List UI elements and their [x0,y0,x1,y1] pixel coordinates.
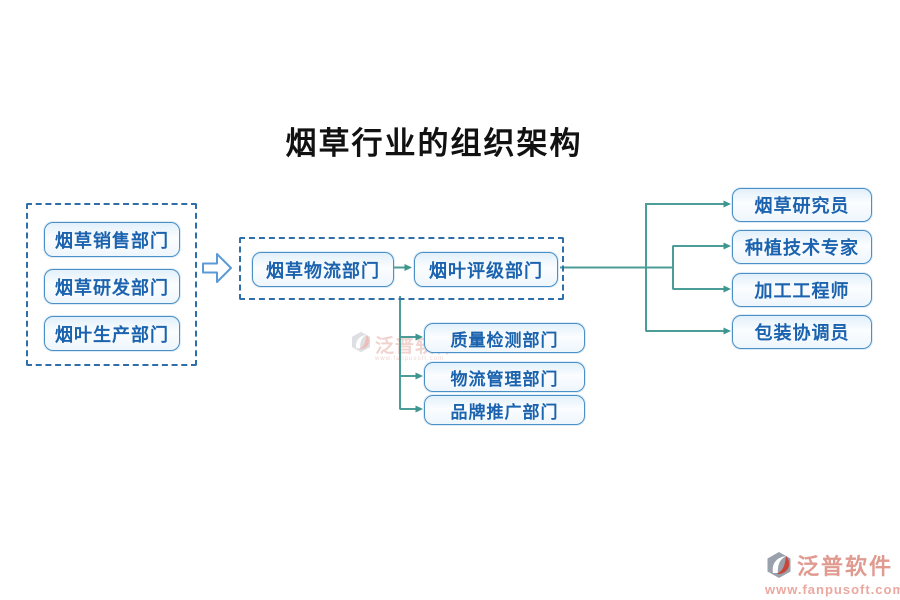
planting-expert-box: 种植技术专家 [732,230,872,264]
processing-engineer-box: 加工工程师 [732,273,872,307]
leaf-grading-dept-box: 烟叶评级部门 [414,252,558,287]
logistics-management-dept-box: 物流管理部门 [424,362,585,392]
quality-inspection-dept-box: 质量检测部门 [424,323,585,353]
brand-logo: 泛普软件 www.fanpusoft.com [765,549,900,597]
fanpu-swirl-logo-icon [351,331,371,353]
middle-flow-group: 烟草物流部门 烟叶评级部门 [239,237,564,300]
tobacco-logistics-dept-box: 烟草物流部门 [252,252,394,287]
tobacco-sales-dept-box: 烟草销售部门 [44,222,180,257]
tobacco-rd-dept-box: 烟草研发部门 [44,269,180,304]
watermark-subtext: www.fanpusoft.com [375,356,445,362]
fanpu-swirl-logo-icon [767,552,791,578]
brand-name: 泛普软件 [797,554,894,579]
packaging-coordinator-box: 包装协调员 [732,315,872,349]
leaf-production-dept-box: 烟叶生产部门 [44,316,180,351]
brand-promotion-dept-box: 品牌推广部门 [424,395,585,425]
brand-url: www.fanpusoft.com [765,582,900,597]
page-title: 烟草行业的组织架构 [285,126,583,161]
left-department-group: 烟草销售部门 烟草研发部门 烟叶生产部门 [26,203,197,366]
flow-arrow-icon [202,253,232,283]
tobacco-researcher-box: 烟草研究员 [732,188,872,222]
